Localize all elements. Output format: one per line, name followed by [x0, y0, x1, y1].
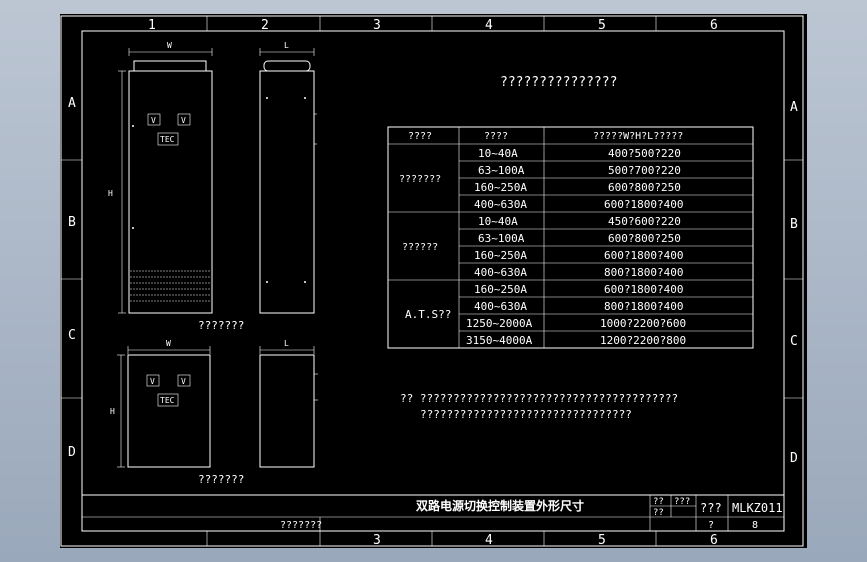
table-header-size: ?????W?H?L?????	[593, 131, 683, 142]
tall-depth-label: L	[284, 41, 289, 50]
table-cell-current: 160~250A	[474, 249, 527, 262]
small-width-label: W	[166, 339, 171, 348]
table-cell-size: 600?1800?400	[604, 198, 683, 211]
col-marker-6: 6	[710, 18, 718, 33]
table-cell-size: 800?1800?400	[604, 300, 683, 313]
small-cabinet-front[interactable]: W H V V TEC	[110, 339, 211, 468]
table-cell-size: 600?1800?400	[604, 249, 683, 262]
inner-frame	[81, 30, 785, 532]
small-depth-label: L	[284, 339, 289, 348]
drawing-code: MLKZ011	[732, 501, 783, 515]
col-marker-5: 5	[598, 18, 606, 33]
table-cell-current: 63~100A	[478, 164, 525, 177]
table-cell-current: 1250~2000A	[466, 317, 533, 330]
small-brand: TEC	[160, 396, 175, 405]
small-meter-2: V	[181, 377, 186, 386]
tall-brand: TEC	[160, 135, 175, 144]
row-marker-a: A	[68, 96, 76, 111]
title-cell-b: ??	[653, 508, 664, 518]
tall-width-label: W	[167, 41, 172, 50]
table-cell-size: 800?1800?400	[604, 266, 683, 279]
title-cell-d: ???	[700, 501, 722, 515]
group-name: A.T.S??	[405, 308, 451, 321]
table-cell-current: 10~40A	[478, 215, 518, 228]
table-cell-size: 450?600?220	[608, 215, 681, 228]
drawing-title: 双路电源切换控制装置外形尺寸	[416, 498, 584, 513]
table-cell-size: 1200?2200?800	[600, 334, 686, 347]
row-marker-b-right: B	[790, 217, 798, 232]
group-name: ???????	[399, 174, 441, 185]
title-cell-a: ??	[653, 497, 664, 507]
col-marker-bottom-3: 3	[373, 533, 381, 548]
row-marker-b: B	[68, 215, 76, 230]
table-cell-current: 160~250A	[474, 181, 527, 194]
small-cabinet-side[interactable]: L	[259, 339, 318, 468]
table-header-current: ????	[484, 131, 508, 142]
tall-vent-grille	[130, 270, 211, 302]
note-line-1: ?? ?????????????????????????????????????…	[400, 392, 678, 405]
title-block[interactable]: 双路电源切换控制装置外形尺寸 ?? ?? ??? ??? MLKZ011 ? 8…	[82, 494, 784, 531]
title-cell-e: ?	[708, 520, 714, 531]
col-marker-4: 4	[485, 18, 493, 33]
table-cell-current: 400~630A	[474, 266, 527, 279]
note-line-2: ????????????????????????????????	[420, 408, 632, 421]
small-height-label: H	[110, 407, 115, 416]
tall-meter-2: V	[181, 116, 186, 125]
tall-cabinet-caption: ???????	[198, 319, 244, 332]
table-cell-size: 400?500?220	[608, 147, 681, 160]
col-marker-3: 3	[373, 18, 381, 33]
column-ticks	[61, 16, 803, 546]
title-cell-c: ???	[674, 497, 690, 507]
row-marker-c: C	[68, 328, 76, 343]
tall-cabinet-front[interactable]: W H V V TEC	[108, 41, 213, 314]
table-cell-size: 600?800?250	[608, 232, 681, 245]
table-cell-size: 600?800?250	[608, 181, 681, 194]
row-marker-d-right: D	[790, 451, 798, 466]
col-marker-bottom-6: 6	[710, 533, 718, 548]
table-cell-current: 63~100A	[478, 232, 525, 245]
table-heading: ???????????????	[500, 75, 617, 90]
group-name: ??????	[402, 242, 438, 253]
table-cell-current: 160~250A	[474, 283, 527, 296]
row-marker-d: D	[68, 445, 76, 460]
table-cell-current: 400~630A	[474, 198, 527, 211]
table-cell-current: 10~40A	[478, 147, 518, 160]
col-marker-bottom-5: 5	[598, 533, 606, 548]
tall-height-label: H	[108, 189, 113, 198]
row-marker-a-right: A	[790, 100, 798, 115]
title-bottom-label: ???????	[280, 520, 322, 531]
tall-meter-1: V	[151, 116, 156, 125]
table-header-type: ????	[408, 131, 432, 142]
table-cell-size: 1000?2200?600	[600, 317, 686, 330]
table-cell-current: 400~630A	[474, 300, 527, 313]
table-cell-size: 600?1800?400	[604, 283, 683, 296]
col-marker-bottom-4: 4	[485, 533, 493, 548]
col-marker-2: 2	[261, 18, 269, 33]
sheet-number: 8	[752, 520, 758, 531]
dimension-table[interactable]: ???? ???? ?????W?H?L????? ??????? ??????…	[387, 126, 754, 349]
col-marker-1: 1	[148, 18, 156, 33]
small-meter-1: V	[150, 377, 155, 386]
cad-drawing-sheet[interactable]: 1 2 3 4 5 6 3 4 5 6 A B C D A B C D W H …	[60, 14, 807, 548]
tall-cabinet-side[interactable]: L	[259, 41, 317, 314]
table-cell-size: 500?700?220	[608, 164, 681, 177]
small-cabinet-caption: ???????	[198, 473, 244, 486]
row-marker-c-right: C	[790, 334, 798, 349]
table-cell-current: 3150~4000A	[466, 334, 533, 347]
